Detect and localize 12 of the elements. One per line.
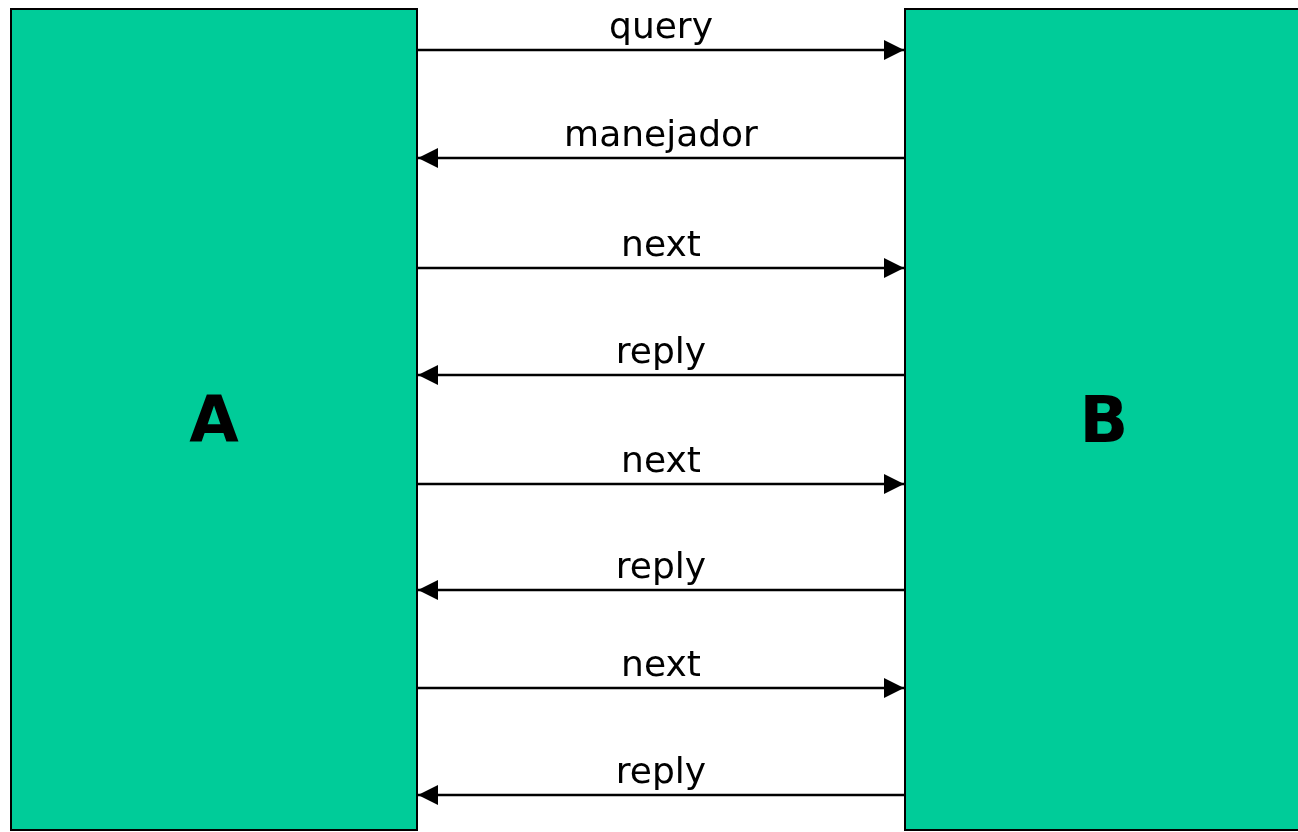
- arrow: [418, 474, 904, 494]
- process-box: [904, 8, 1298, 831]
- arrow: [418, 785, 904, 805]
- arrow: [418, 258, 904, 278]
- arrow: [418, 148, 904, 168]
- process-box: [10, 8, 418, 831]
- node-label: A: [189, 382, 239, 457]
- arrow: [418, 40, 904, 60]
- arrow: [418, 678, 904, 698]
- arrow: [418, 365, 904, 385]
- node-label: B: [1079, 382, 1129, 457]
- arrow: [418, 580, 904, 600]
